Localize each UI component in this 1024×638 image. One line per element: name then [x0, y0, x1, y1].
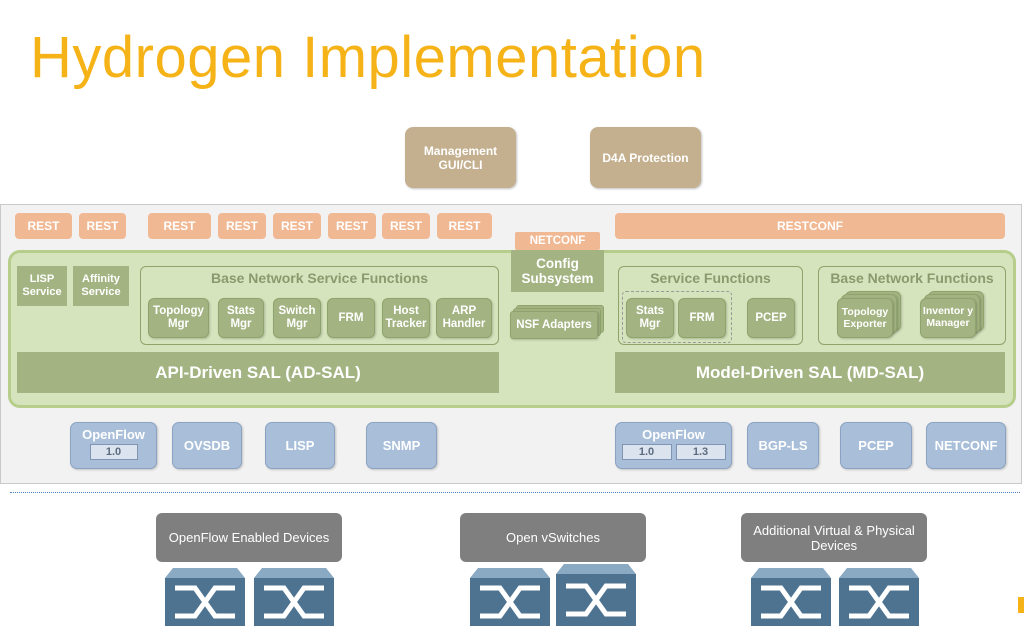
group-title: Service Functions [650, 270, 771, 286]
frm-button[interactable]: FRM [327, 298, 375, 338]
switch-icon [165, 568, 245, 626]
version-badges: 1.0 1.3 [621, 444, 726, 460]
page-title: Hydrogen Implementation [30, 25, 706, 90]
bgp-ls-plugin[interactable]: BGP-LS [747, 422, 819, 469]
config-subsystem-box[interactable]: Config Subsystem [511, 250, 604, 292]
switch-icon [751, 568, 831, 626]
plugin-label: OpenFlow [642, 427, 705, 442]
switch-icon [839, 568, 919, 626]
rest-api-box[interactable]: REST [328, 213, 376, 239]
restconf-box[interactable]: RESTCONF [615, 213, 1005, 239]
rest-api-box[interactable]: REST [218, 213, 266, 239]
open-vswitches-box[interactable]: Open vSwitches [460, 513, 646, 562]
switch-icon [470, 568, 550, 626]
netconf-box[interactable]: NETCONF [515, 232, 600, 250]
group-title: Base Network Service Functions [210, 270, 429, 286]
pcep-button[interactable]: PCEP [747, 298, 795, 338]
md-sal-bar: Model-Driven SAL (MD-SAL) [615, 352, 1005, 393]
d4a-protection-box[interactable]: D4A Protection [590, 127, 701, 188]
lisp-service-box[interactable]: LISP Service [17, 266, 67, 306]
stats-mgr-button[interactable]: Stats Mgr [218, 298, 264, 338]
dashed-grouping [622, 291, 732, 343]
affinity-service-box[interactable]: Affinity Service [73, 266, 129, 306]
rest-api-box[interactable]: REST [15, 213, 72, 239]
topology-exporter-button[interactable]: Topology Exporter [837, 298, 893, 338]
plugin-label: OpenFlow [82, 427, 145, 442]
openflow-plugin-md[interactable]: OpenFlow 1.0 1.3 [615, 422, 732, 469]
version-badge: 1.0 [89, 444, 138, 460]
rest-api-box[interactable]: REST [437, 213, 492, 239]
ovsdb-plugin[interactable]: OVSDB [172, 422, 242, 469]
openflow-devices-box[interactable]: OpenFlow Enabled Devices [156, 513, 342, 562]
stats-mgr-button[interactable]: Stats Mgr [626, 298, 674, 338]
rest-api-box[interactable]: REST [382, 213, 430, 239]
slide-accent-mark [1018, 597, 1024, 613]
management-gui-cli-box[interactable]: Management GUI/CLI [405, 127, 516, 188]
openflow-plugin-ad[interactable]: OpenFlow 1.0 [70, 422, 157, 469]
nsf-adapters-box[interactable]: NSF Adapters [510, 311, 598, 339]
switch-icon [556, 564, 636, 626]
lisp-plugin[interactable]: LISP [265, 422, 335, 469]
inventory-manager-button[interactable]: Inventor y Manager [920, 298, 976, 338]
arp-handler-button[interactable]: ARP Handler [436, 298, 492, 338]
ad-sal-bar: API-Driven SAL (AD-SAL) [17, 352, 499, 393]
rest-api-box[interactable]: REST [79, 213, 126, 239]
rest-api-box[interactable]: REST [148, 213, 211, 239]
version-badge: 1.3 [675, 444, 726, 460]
version-badge: 1.0 [621, 444, 672, 460]
host-tracker-button[interactable]: Host Tracker [382, 298, 430, 338]
switch-mgr-button[interactable]: Switch Mgr [273, 298, 321, 338]
topology-mgr-button[interactable]: Topology Mgr [148, 298, 209, 338]
frm-button[interactable]: FRM [678, 298, 726, 338]
switch-icon [254, 568, 334, 626]
additional-devices-box[interactable]: Additional Virtual & Physical Devices [741, 513, 927, 562]
pcep-plugin[interactable]: PCEP [840, 422, 912, 469]
netconf-plugin[interactable]: NETCONF [926, 422, 1006, 469]
rest-api-box[interactable]: REST [273, 213, 321, 239]
divider-line [10, 492, 1020, 493]
group-title: Base Network Functions [830, 270, 994, 286]
snmp-plugin[interactable]: SNMP [366, 422, 437, 469]
